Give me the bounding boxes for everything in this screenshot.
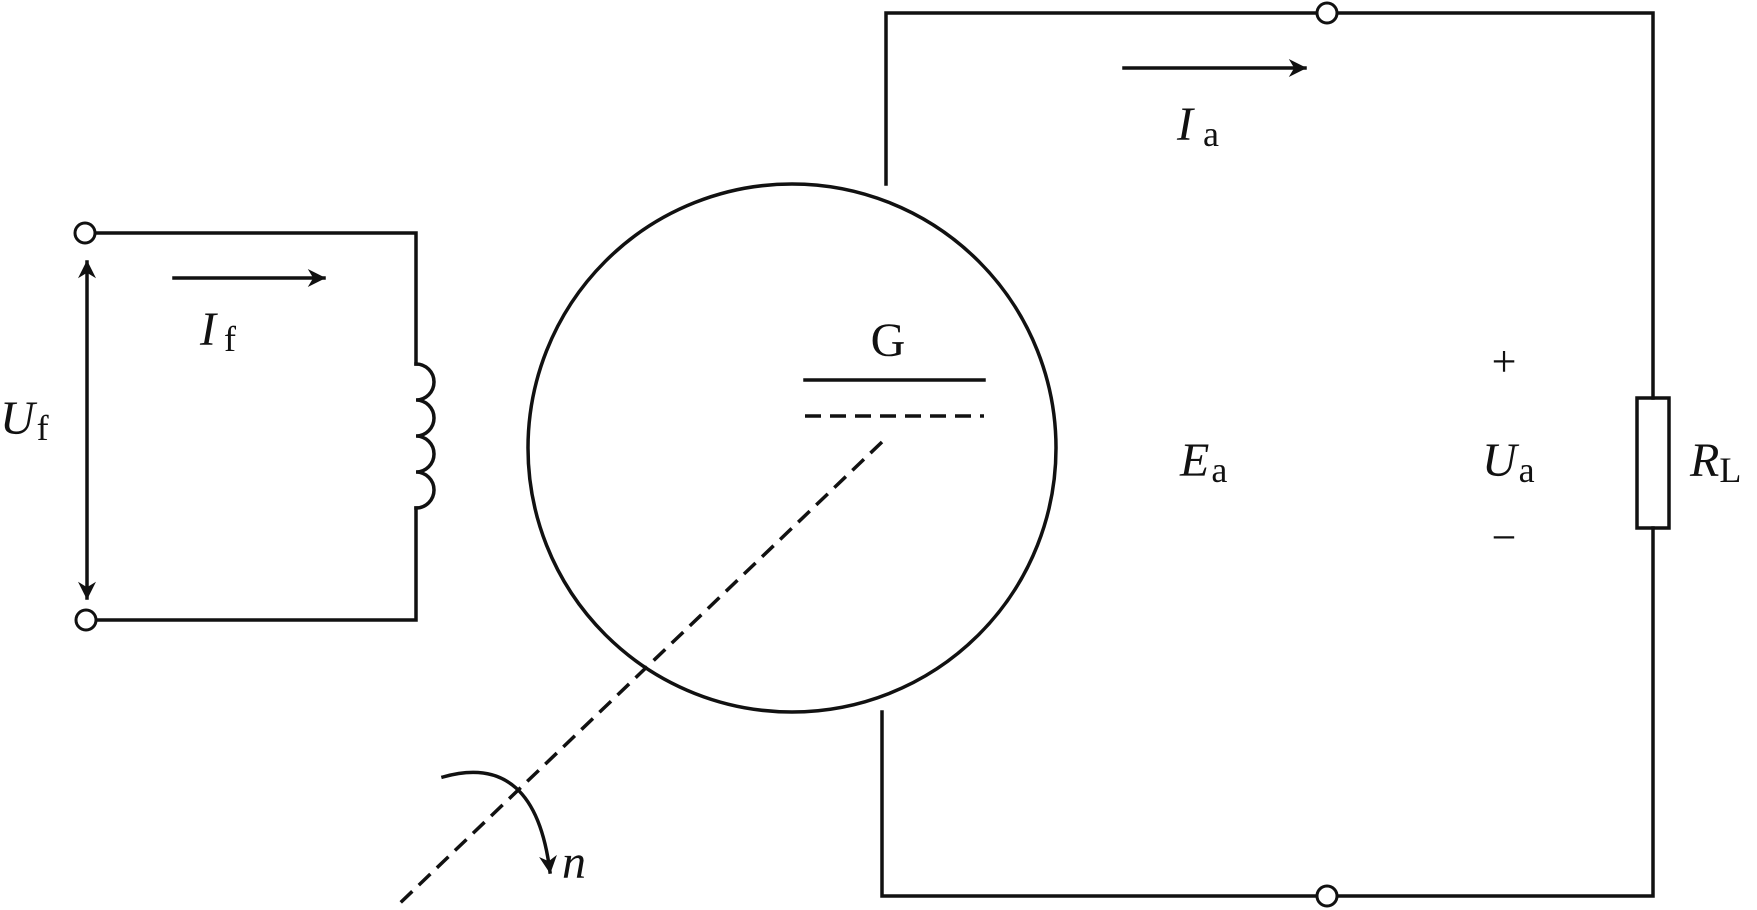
generator-name-label: G <box>871 314 906 367</box>
minus-sign: − <box>1492 513 1517 562</box>
emf-label: Ea <box>1179 434 1227 490</box>
rotation-arrow <box>440 770 557 874</box>
armature-bottom-right-wire <box>1334 526 1655 898</box>
armature-bottom-wire <box>880 710 1320 898</box>
field-terminal-bottom <box>74 608 98 632</box>
armature-top-wire <box>884 11 1320 186</box>
armature-voltage-label: Ua <box>1482 434 1535 490</box>
generator-circle <box>526 182 1058 714</box>
field-terminal-top <box>73 221 97 245</box>
field-winding-coil <box>414 362 436 510</box>
armature-terminal-bottom <box>1315 884 1339 908</box>
generator: G Ea n <box>396 182 1227 907</box>
plus-sign: + <box>1492 337 1517 386</box>
field-bottom-wire <box>92 506 418 622</box>
field-top-wire <box>90 231 418 366</box>
load-resistor <box>1635 396 1671 530</box>
armature-terminal-top <box>1315 1 1339 25</box>
field-voltage-label: Uf <box>0 392 49 448</box>
rotation-axis-line <box>396 440 884 907</box>
armature-top-right-wire <box>1334 11 1655 400</box>
load-resistor-label: RL <box>1689 434 1741 490</box>
speed-label: n <box>562 836 586 889</box>
